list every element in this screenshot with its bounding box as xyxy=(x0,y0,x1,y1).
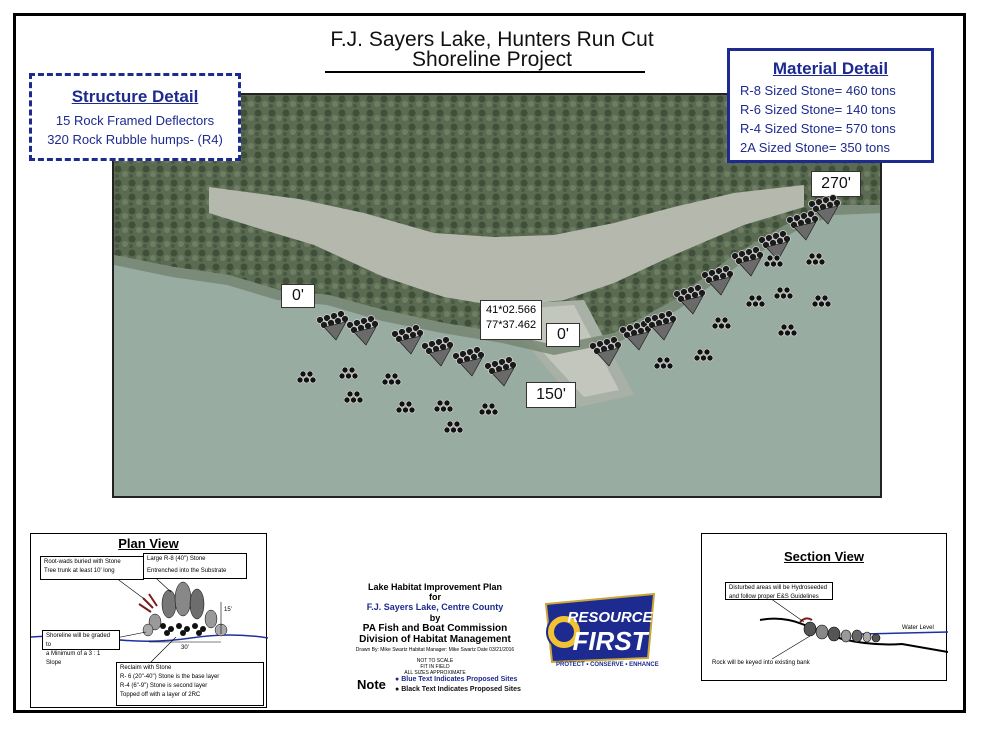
page-frame xyxy=(13,13,966,713)
marker-150ft: 150' xyxy=(526,382,576,408)
plan-info-lake: F.J. Sayers Lake, Centre County xyxy=(366,602,504,612)
material-detail-box: Material Detail R-8 Sized Stone= 460 ton… xyxy=(727,48,934,163)
plan-info-agency: PA Fish and Boat Commission xyxy=(362,623,508,634)
plan-dim-width: 30' xyxy=(181,645,189,651)
marker-270ft: 270' xyxy=(811,171,861,197)
legend-blue: ● Blue Text Indicates Proposed Sites xyxy=(395,676,518,683)
material-detail-line: R-6 Sized Stone= 140 tons xyxy=(740,102,896,117)
resource-first-logo: RESOURCE FIRST xyxy=(544,592,656,664)
plan-dim-height: 15' xyxy=(224,607,232,613)
section-rock-note: Rock will be keyed into existing bank xyxy=(712,660,810,666)
section-water-level: Water Level xyxy=(902,625,934,631)
legend-black: ● Black Text Indicates Proposed Sites xyxy=(395,686,521,693)
material-detail-line: 2A Sized Stone= 350 tons xyxy=(740,140,890,155)
note-label: Note xyxy=(357,677,386,692)
plan-info-title: Lake Habitat Improvement Plan xyxy=(367,582,503,592)
section-view-drawing xyxy=(759,595,948,660)
coordinate-lon: 77*37.462 xyxy=(486,319,537,331)
structure-detail-heading: Structure Detail xyxy=(71,87,199,106)
plan-callout-reclaim: Reclaim with Stone R- 6 (20"-40") Stone … xyxy=(116,662,264,706)
structure-detail-box: Structure Detail 15 Rock Framed Deflecto… xyxy=(29,73,241,161)
plan-info-by: by xyxy=(429,613,441,623)
section-view-panel: Section View Disturbed areas will be Hyd… xyxy=(701,533,948,681)
structure-detail-line: 15 Rock Framed Deflectors xyxy=(55,113,215,128)
page-title: F.J. Sayers Lake, Hunters Run Cut xyxy=(330,28,654,51)
scale-notes: NOT TO SCALE FIT IN FIELD ALL SIZES APPR… xyxy=(404,658,466,676)
plan-info-block: Lake Habitat Improvement Plan for F.J. S… xyxy=(330,582,540,653)
material-detail-line: R-8 Sized Stone= 460 tons xyxy=(740,83,896,98)
marker-center-start: 0' xyxy=(546,323,580,347)
plan-info-division: Division of Habitat Management xyxy=(359,634,511,645)
material-detail-line: R-4 Sized Stone= 570 tons xyxy=(740,121,896,136)
svg-text:RESOURCE: RESOURCE xyxy=(567,609,653,626)
plan-view-title: Plan View xyxy=(118,536,179,551)
plan-info-credits: Drawn By: Mike Swartz Habitat Manager: M… xyxy=(355,647,515,653)
title-underline xyxy=(325,71,645,73)
page-subtitle: Shoreline Project xyxy=(412,48,572,71)
material-detail-heading: Material Detail xyxy=(772,59,889,78)
structure-detail-line: 320 Rock Rubble humps- (R4) xyxy=(47,132,223,147)
section-view-title: Section View xyxy=(784,549,864,564)
logo-tagline: PROTECT • CONSERVE • ENHANCE xyxy=(556,662,659,668)
svg-text:FIRST: FIRST xyxy=(572,626,649,656)
coordinate-label: 41*02.566 77*37.462 xyxy=(480,300,542,340)
plan-info-for: for xyxy=(429,592,441,602)
coordinate-lat: 41*02.566 xyxy=(486,304,537,316)
plan-view-drawing xyxy=(31,568,268,663)
marker-left-start: 0' xyxy=(281,284,315,308)
